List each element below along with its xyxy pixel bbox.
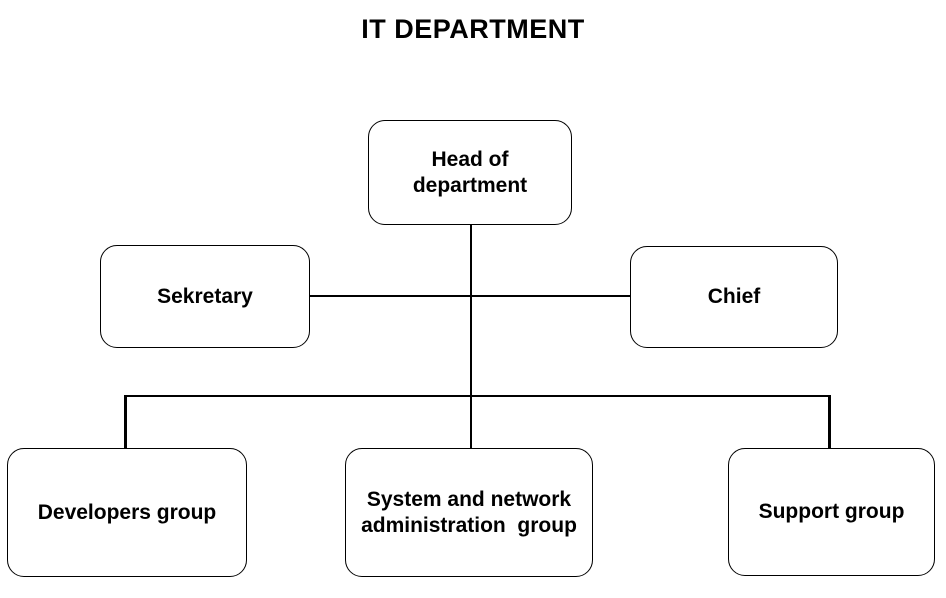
node-system-and-network-administration-group: System and network administration group: [345, 448, 593, 577]
node-chief: Chief: [630, 246, 838, 348]
connector-bus-to-support-vertical: [828, 395, 831, 450]
connector-head-to-bus-vertical: [469, 224, 472, 450]
node-head-of-department: Head of department: [368, 120, 572, 225]
connector-children-bus-horizontal: [124, 394, 832, 397]
connector-bus-to-developers-vertical: [124, 395, 127, 450]
connector-sekretary-chief-horizontal: [309, 294, 631, 297]
node-developers-group: Developers group: [7, 448, 247, 577]
chart-title: IT DEPARTMENT: [361, 14, 585, 44]
node-sekretary: Sekretary: [100, 245, 310, 348]
node-support-group: Support group: [728, 448, 935, 576]
